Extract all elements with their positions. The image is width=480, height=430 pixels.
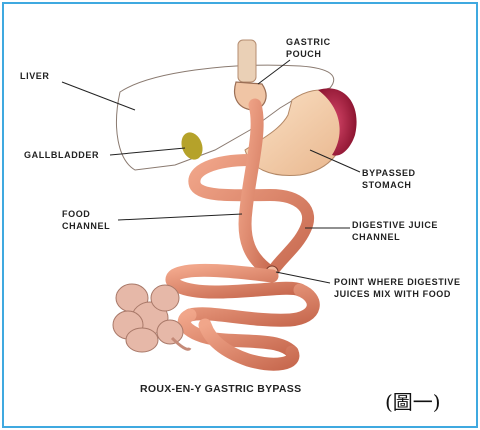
figure-note: (圖一) — [385, 390, 441, 414]
digestive-juice-channel-label: Digestive Juice Channel — [352, 220, 439, 242]
food-channel-label: Food Channel — [62, 209, 111, 231]
food-channel — [238, 98, 277, 279]
small-intestine — [165, 263, 320, 371]
gallbladder-shape — [181, 132, 203, 160]
food-channel-leader — [117, 213, 243, 221]
gastric-pouch-label: Gastric Pouch — [286, 37, 331, 59]
stomach-leader — [309, 149, 361, 173]
pancreas-cluster — [112, 283, 184, 353]
liver-leader — [61, 81, 136, 111]
diagram-title: ROUX-EN-Y GASTRIC BYPASS — [140, 383, 302, 395]
junction-label: Point where Digestive Juices Mix with Fo… — [334, 277, 461, 299]
digestive-juice-channel — [188, 154, 315, 274]
bypassed-stomach-rim — [318, 88, 357, 156]
liver-outline — [115, 64, 335, 171]
appendix — [170, 336, 192, 351]
gallbladder-label: Gallbladder — [24, 150, 100, 160]
esophagus — [237, 39, 257, 83]
gallbladder-leader — [109, 147, 186, 156]
liver-label: Liver — [20, 71, 50, 81]
pouch-leader — [257, 59, 291, 85]
bypassed-stomach-label: Bypassed Stomach — [362, 168, 416, 190]
junction-leader — [275, 271, 331, 284]
